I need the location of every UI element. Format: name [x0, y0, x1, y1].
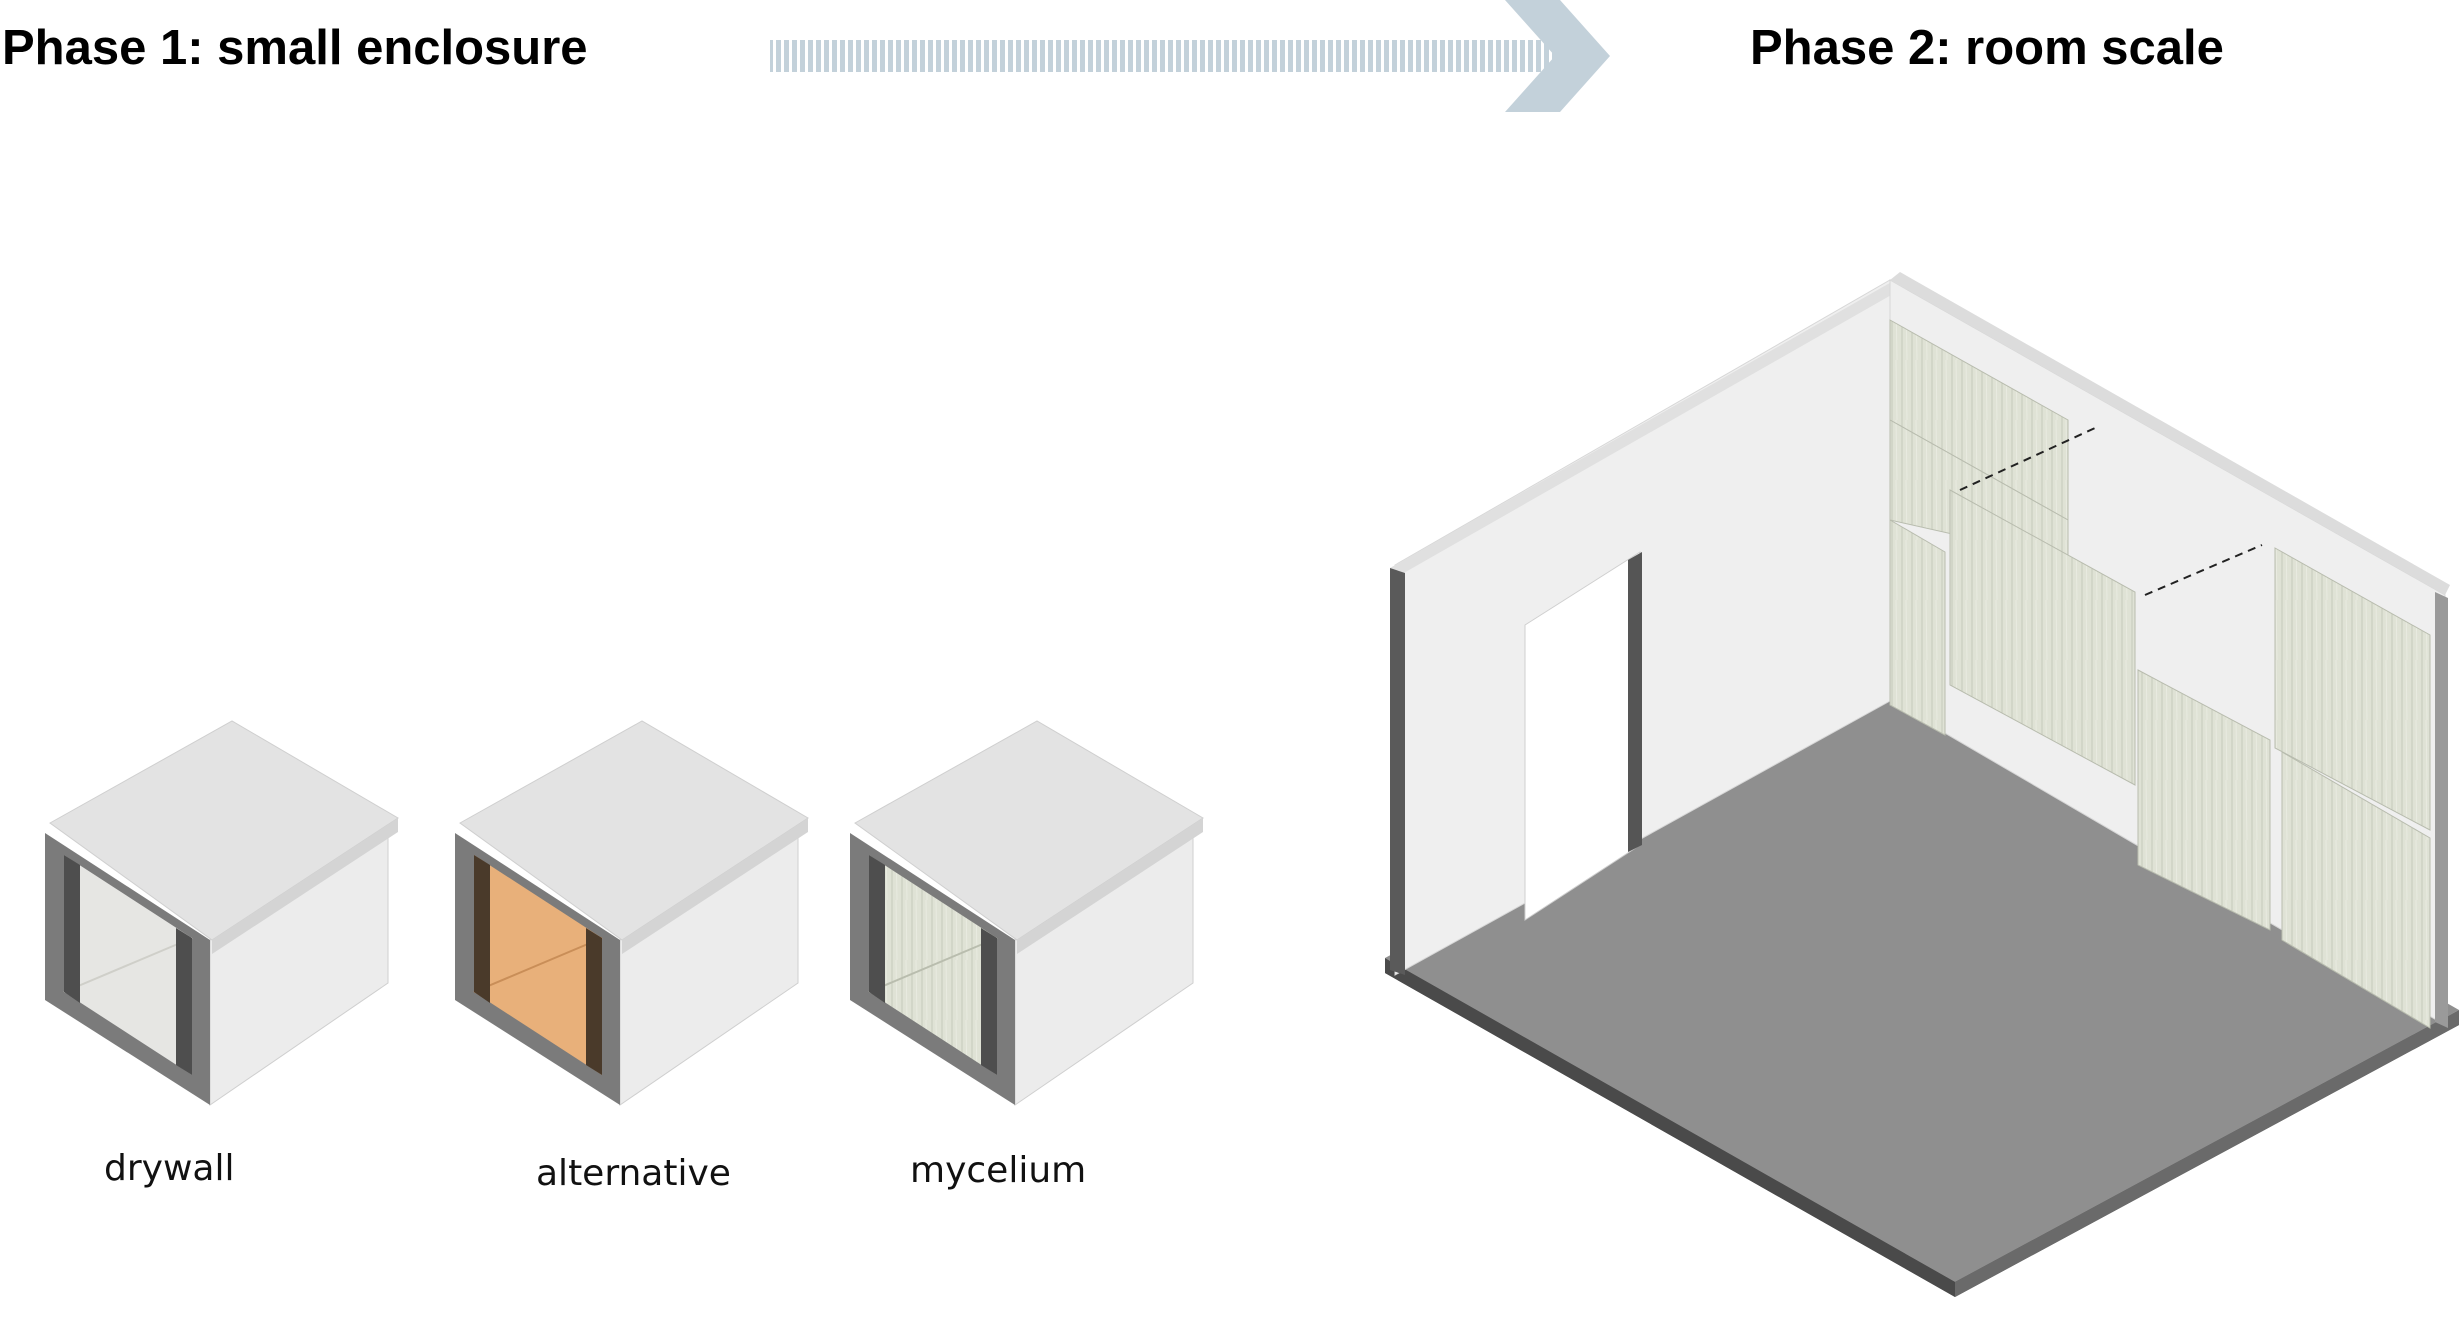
box-mycelium	[850, 720, 1204, 1106]
room	[1385, 272, 2459, 1297]
room-floor	[1385, 686, 2459, 1282]
box-alternative	[455, 720, 809, 1106]
arrow-right-icon	[770, 0, 1610, 112]
box-label-drywall: drywall	[104, 1148, 235, 1189]
phase1-title: Phase 1: small enclosure	[2, 21, 588, 75]
box-drywall	[45, 720, 399, 1106]
room-mycelium-panels	[1889, 319, 2431, 1029]
phase2-title: Phase 2: room scale	[1750, 21, 2224, 75]
box-label-mycelium: mycelium	[910, 1150, 1087, 1191]
box-label-alternative: alternative	[536, 1153, 731, 1194]
